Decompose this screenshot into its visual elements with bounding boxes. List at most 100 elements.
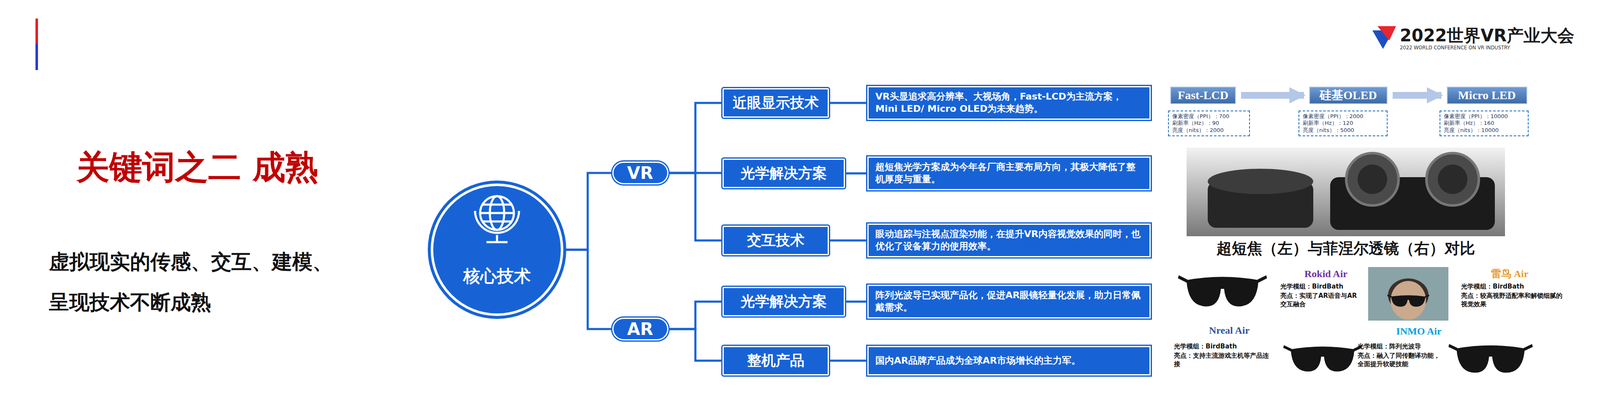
node-text: Micro LED	[1457, 88, 1516, 103]
tree-connector	[828, 102, 868, 105]
globe-parallel	[482, 220, 512, 223]
node-text: VR	[627, 163, 654, 183]
product-highlight: 亮点：实现了AR语音与AR交互融合	[1280, 292, 1363, 309]
node-text: 刷新率（Hz）：90	[1172, 119, 1220, 127]
tree-connector	[668, 301, 723, 330]
rokid-glasses	[1178, 277, 1267, 307]
node-text: 光学解决方案	[740, 163, 827, 184]
slide-title: 关键词之二 成熟	[76, 145, 319, 191]
node-text: 像素密度（PPI）：700	[1172, 113, 1230, 120]
logo-subtext: 2022 WORLD CONFERENCE ON VR INDUSTRY	[1399, 44, 1586, 52]
logo-text: 2022世界VR产业大会	[1399, 24, 1595, 47]
node-text: 亮度（nits）：2000	[1172, 127, 1224, 134]
product-optics: 光学模组：BirdBath	[1461, 282, 1565, 292]
product-name: INMO Air	[1376, 325, 1462, 339]
node-text: 交互技术	[747, 230, 805, 251]
tree-connector	[668, 173, 723, 241]
description-box: VR头显追求高分辨率、大视场角，Fast-LCD为主流方案，Mini LED/ …	[867, 86, 1151, 120]
node-text: 超短焦光学方案成为今年各厂商主要布局方向，其极大降低了整机厚度与重量。	[875, 161, 1143, 186]
node-text: 光学解决方案	[740, 292, 827, 312]
fresnel-lens	[1346, 153, 1399, 206]
globe-stand	[496, 235, 499, 242]
globe-meridian	[489, 196, 505, 231]
product-photo	[1368, 267, 1449, 321]
node-text: 眼动追踪与注视点渲染功能，在提升VR内容视觉效果的同时，也优化了设备算力的使用效…	[875, 228, 1143, 253]
node-text: AR	[627, 319, 654, 340]
category-box: 光学解决方案	[722, 287, 845, 317]
logo-triangle-red	[1377, 26, 1397, 41]
display-tech-box: Micro LED	[1446, 86, 1528, 105]
flow-arrow	[1392, 92, 1442, 99]
description-box: 阵列光波导已实现产品化，促进AR眼镜轻量化发展，助力日常佩戴需求。	[867, 285, 1151, 319]
globe-parallel	[482, 203, 512, 207]
category-box: 光学解决方案	[722, 158, 845, 189]
node-text: 阵列光波导已实现产品化，促进AR眼镜轻量化发展，助力日常佩戴需求。	[875, 289, 1143, 314]
globe-base	[486, 241, 508, 244]
core-circle: 核心技术	[430, 183, 564, 317]
lens-photo	[1186, 147, 1505, 237]
tree-connector	[563, 173, 613, 250]
node-text: 刷新率（Hz）：160	[1443, 119, 1495, 127]
tree-connector	[828, 360, 868, 363]
inmo-glasses	[1448, 345, 1533, 374]
node-text: 整机产品	[747, 351, 805, 371]
node-text: 亮度（nits）：5000	[1302, 127, 1355, 134]
globe-icon	[475, 196, 519, 243]
tree-connector	[844, 301, 868, 304]
subtitle: 虚拟现实的传感、交互、建模、 呈现技术不断成熟	[48, 241, 345, 323]
node-text: 国内AR品牌产品成为全球AR市场增长的主力军。	[875, 355, 1081, 368]
spec-box: 像素密度（PPI）：2000刷新率（Hz）：120亮度（nits）：5000	[1298, 110, 1388, 137]
node-text: Fast-LCD	[1177, 88, 1229, 103]
branch-pill: VR	[612, 161, 669, 185]
display-tech-box: Fast-LCD	[1170, 86, 1236, 105]
node-text: 像素密度（PPI）：10000	[1443, 113, 1508, 120]
product-highlight: 亮点：较高视野适配率和解锁细腻的视觉效果	[1461, 292, 1565, 309]
product-highlight: 亮点：支持主流游戏主机等产品连接	[1173, 352, 1274, 369]
display-tech-box: 硅基OLED	[1309, 86, 1388, 105]
node-text: 近眼显示技术	[732, 93, 819, 113]
fresnel-lens	[1426, 153, 1479, 206]
category-box: 近眼显示技术	[722, 88, 829, 118]
description-box: 国内AR品牌产品成为全球AR市场增长的主力军。	[867, 346, 1151, 376]
globe-stand-arc	[475, 211, 519, 234]
fresnel-lens-center	[1437, 164, 1468, 195]
spec-box: 像素密度（PPI）：700刷新率（Hz）：90亮度（nits）：2000	[1168, 110, 1250, 137]
globe-equator	[480, 212, 514, 215]
tree-connector	[668, 103, 723, 174]
description-box: 超短焦光学方案成为今年各厂商主要布局方向，其极大降低了整机厚度与重量。	[867, 156, 1151, 191]
accent-bar-red	[35, 18, 39, 44]
accent-bar-blue	[35, 43, 39, 71]
product-highlight: 亮点：融入了同传翻译功能，全面提升软硬技能	[1357, 352, 1443, 369]
tree-connector	[668, 329, 723, 362]
flow-arrow	[1241, 92, 1304, 99]
product-name: 雷鸟 Air	[1467, 267, 1552, 281]
branch-pill: AR	[612, 317, 669, 341]
figure-caption: 超短焦（左）与菲涅尔透镜（右）对比	[1186, 239, 1505, 259]
product-optics: 光学模组：BirdBath	[1280, 282, 1363, 292]
spec-box: 像素密度（PPI）：10000刷新率（Hz）：160亮度（nits）：10000	[1439, 110, 1529, 137]
tree-connector	[563, 249, 613, 330]
description-box: 眼动追踪与注视点渲染功能，在提升VR内容视觉效果的同时，也优化了设备算力的使用效…	[867, 223, 1151, 258]
product-name: Rokid Air	[1283, 267, 1369, 281]
node-text: 硅基OLED	[1319, 87, 1377, 104]
node-text: 亮度（nits）：10000	[1443, 127, 1499, 134]
nreal-glasses	[1283, 346, 1362, 372]
fresnel-lens-center	[1357, 164, 1388, 195]
short-focus-lens-top	[1207, 168, 1314, 195]
category-box: 整机产品	[722, 346, 829, 376]
node-text: 像素密度（PPI）：2000	[1302, 113, 1364, 120]
photo-glasses	[1387, 295, 1430, 307]
tree-connector	[828, 239, 868, 242]
node-text: 核心技术	[463, 264, 531, 288]
node-text: VR头显追求高分辨率、大视场角，Fast-LCD为主流方案，Mini LED/ …	[875, 90, 1143, 115]
product-optics: 光学模组：阵列光波导	[1357, 342, 1443, 352]
product-optics: 光学模组：BirdBath	[1173, 342, 1274, 352]
tree-connector	[844, 172, 868, 175]
product-name: Nreal Air	[1187, 324, 1272, 338]
node-text: 刷新率（Hz）：120	[1302, 119, 1353, 127]
category-box: 交互技术	[722, 225, 829, 256]
globe-outline	[480, 196, 514, 231]
